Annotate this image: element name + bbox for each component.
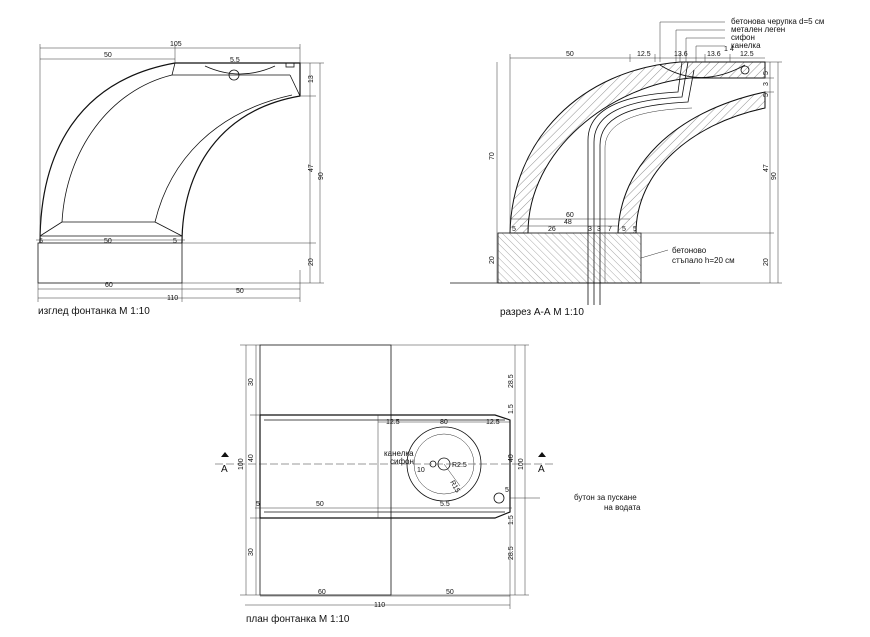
plan-dim-radius: R2.5 [452,462,467,469]
elevation-bowl [204,65,276,75]
plan-dim-b5: 5 [505,487,509,494]
plan-button [493,492,505,504]
section-mark-left-arrow [221,452,229,457]
plan-view: А А канелка сифон бутон за пускане на во… [215,344,641,625]
elev-dim-bottom-right: 50 [236,288,244,295]
plan-dim-r-total: 100 [518,458,525,470]
plan-dim-top-125a: 12.5 [386,419,400,426]
sect-note-siphon: сифон [731,33,755,42]
sect-note-basin: метален леген [731,25,785,34]
plan-dim-r-15a: 1.5 [508,404,515,414]
sect-dim-right-base: 20 [763,258,770,266]
plan-dim-btm-110: 110 [374,602,385,609]
section-mark-right-arrow [538,452,546,457]
sect-dim-t5: 4 [730,46,734,53]
section-button [740,65,750,75]
section-caption: разрез А-А М 1:10 [500,307,584,318]
section-shell-right [617,91,766,234]
plan-dim-r-top: 28.5 [508,374,515,388]
plan-dim-d10: 10 [417,467,425,474]
plan-dim-l-bot: 30 [248,548,255,556]
plan-dim-top-125b: 12.5 [486,419,500,426]
plan-dim-r-15b: 1.5 [508,515,515,525]
elev-dim-right-total: 90 [318,172,325,180]
sect-dim-left-base: 20 [489,256,496,264]
plan-dim-top-80: 80 [440,419,448,426]
plan-note-siphon: сифон [390,457,414,466]
plan-button-note-2: на водата [604,503,641,512]
sect-dim-t6: 12.5 [740,51,754,58]
sect-dim-m5c: 5 [633,226,637,233]
plan-button-note-1: бутон за пускане [574,493,637,502]
plan-dim-l-mid: 40 [248,454,255,462]
sect-dim-m3b: 3 [597,226,601,233]
sect-base-note-1: бетоново [672,246,707,255]
elevation-base [37,242,183,284]
sect-dim-t1: 12.5 [637,51,651,58]
plan-dim-l-top: 30 [248,378,255,386]
sect-dim-right-mid: 47 [763,164,770,172]
elevation-button [228,69,240,81]
sect-dim-right-total: 90 [771,172,778,180]
section-pipe-3 [599,69,695,305]
sect-note-shell: бетонова черупка d=5 см [731,17,824,26]
section-base [497,232,642,284]
elevation-arch-outer [39,62,301,244]
plan-note-channel: канелка [384,449,414,458]
sect-dim-t3: 13.6 [707,51,721,58]
plan-dim-bot-5a: 5 [256,501,260,508]
plan-slab [259,414,511,519]
section-view: 50 12.5 13.6 13.6 1 4 12.5 бетонова черу… [450,17,824,318]
sect-dim-t2: 13.6 [674,51,688,58]
elevation-caption: изглед фонтанка М 1:10 [38,305,150,317]
elevation-view: 105 50 5.5 5 50 5 60 50 110 13 47 90 20 … [36,41,325,317]
elev-dim-top-left: 50 [104,52,112,59]
plan-dim-btm-60: 60 [318,589,326,596]
elev-dim-right-top: 13 [308,75,315,83]
section-pipe-1 [587,61,683,305]
elev-dim-right-base: 20 [308,258,315,266]
plan-caption: план фонтанка М 1:10 [246,613,350,625]
section-mark-right: А [538,464,545,475]
sect-dim-left-height: 70 [489,152,496,160]
sect-note-channel: канелка [731,41,761,50]
elevation-arch-inner [181,73,301,244]
sect-dim-mid-total: 60 [566,212,574,219]
section-shell-left [509,61,766,234]
elev-dim-bottom-total: 110 [167,295,178,302]
plan-dim-bot-55: 5.5 [440,501,450,508]
elev-dim-base-l: 5 [39,238,43,245]
sect-dim-r3: 5 [763,93,770,97]
sect-dim-mid-48: 48 [564,219,572,226]
plan-dim-r15: R15 [448,480,461,495]
elev-dim-right-mid: 47 [308,164,315,172]
sect-dim-r2: 3 [763,82,770,86]
sect-dim-m5a: 5 [512,226,516,233]
sect-dim-m7: 7 [608,226,612,233]
sect-dim-m26: 26 [548,226,556,233]
sect-dim-r1: 5 [763,71,770,75]
sect-dim-m3a: 3 [588,226,592,233]
section-bowl [659,64,746,78]
elev-dim-top-total: 105 [170,41,182,48]
elev-dim-bowl: 5.5 [230,57,240,64]
sect-dim-m5b: 5 [622,226,626,233]
sect-dim-top-left: 50 [566,51,574,58]
section-mark-left: А [221,464,228,475]
plan-dim-r-mid: 40 [508,454,515,462]
plan-dim-btm-50: 50 [446,589,454,596]
elev-dim-base-r: 5 [173,238,177,245]
plan-dim-r-bot: 28.5 [508,546,515,560]
elev-dim-base-mid: 50 [104,238,112,245]
plan-dim-bot-50: 50 [316,501,324,508]
elev-dim-bottom-left: 60 [105,282,113,289]
sect-dim-t4: 1 [724,46,728,53]
sect-base-note-2: стъпало h=20 см [672,256,735,265]
section-pipe-2 [593,61,689,305]
plan-column [259,344,392,596]
plan-dim-l-total: 100 [238,458,245,470]
